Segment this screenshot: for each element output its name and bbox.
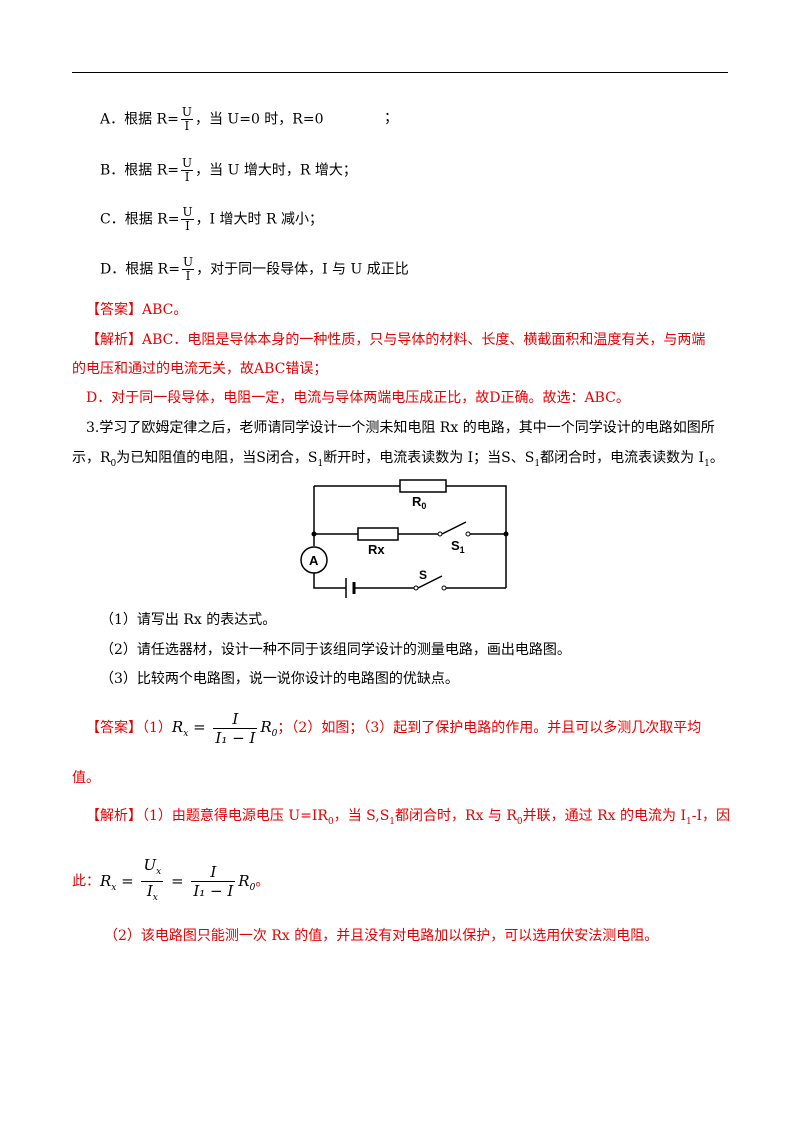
q2-analysis-line3: D．对于同一段导体，电阻一定，电流与导体两端电压成正比，故D正确。故选：ABC。 [86,390,630,406]
q2-answer: 【答案】ABC。 [86,302,188,318]
q2-analysis-line2: 的电压和通过的电流无关，故ABC错误； [72,361,328,377]
label-r0: R0 [412,494,426,511]
label-s: S [419,568,427,582]
q3-analysis-line1: 【解析】（1）由题意得电源电压 U=IR0，当 S,S1都闭合时，Rx 与 R0… [86,808,730,827]
option-a-suffix: ，当 U=0 时，R=0 [194,111,324,128]
q3-stem-line2: 示，R0为已知阻值的电阻，当S闭合，S1断开时，电流表读数为 I；当S、S1都闭… [72,450,724,469]
switch-s1-pivot [437,531,443,537]
q3-answer-line2: 值。 [72,770,100,786]
junction-left [311,531,317,537]
label-s1: S1 [451,538,465,555]
option-a-prefix: A．根据 R= [100,111,179,128]
resistor-r0 [399,479,447,493]
switch-s-blade [417,575,443,589]
q3-analysis-line3: （2）该电路图只能测一次 Rx 的值，并且没有对电路加以保护，可以选用伏安法测电… [104,928,659,944]
label-ammeter: A [309,553,319,568]
wire-bottom-left [313,573,346,589]
q3-stem-line1: 3.学习了欧姆定律之后，老师请同学设计一个测未知电阻 Rx 的电路，其中一个同学… [86,420,715,436]
circuit-diagram: R0 Rx S1 S A [300,479,509,598]
junction-right [503,531,509,537]
switch-s-pivot [413,585,419,591]
q3-sub3: （3）比较两个电路图，说一说你设计的电路图的优缺点。 [100,671,459,687]
label-rx: Rx [368,542,385,557]
switch-s1-blade [441,521,467,535]
q3-sub2: （2）请任选器材，设计一种不同于该组同学设计的测量电路，画出电路图。 [100,642,571,658]
switch-s1-contact [465,531,471,537]
header-rule [72,72,728,73]
option-a-tail: ； [384,110,398,126]
wire-top-right [446,485,507,588]
q2-analysis-line1: 【解析】ABC．电阻是导体本身的一种性质，只与导体的材料、长度、横截面积和温度有… [86,332,706,348]
resistor-rx [357,527,399,541]
switch-s-contact [441,585,447,591]
q3-sub1: （1）请写出 Rx 的表达式。 [100,612,277,628]
